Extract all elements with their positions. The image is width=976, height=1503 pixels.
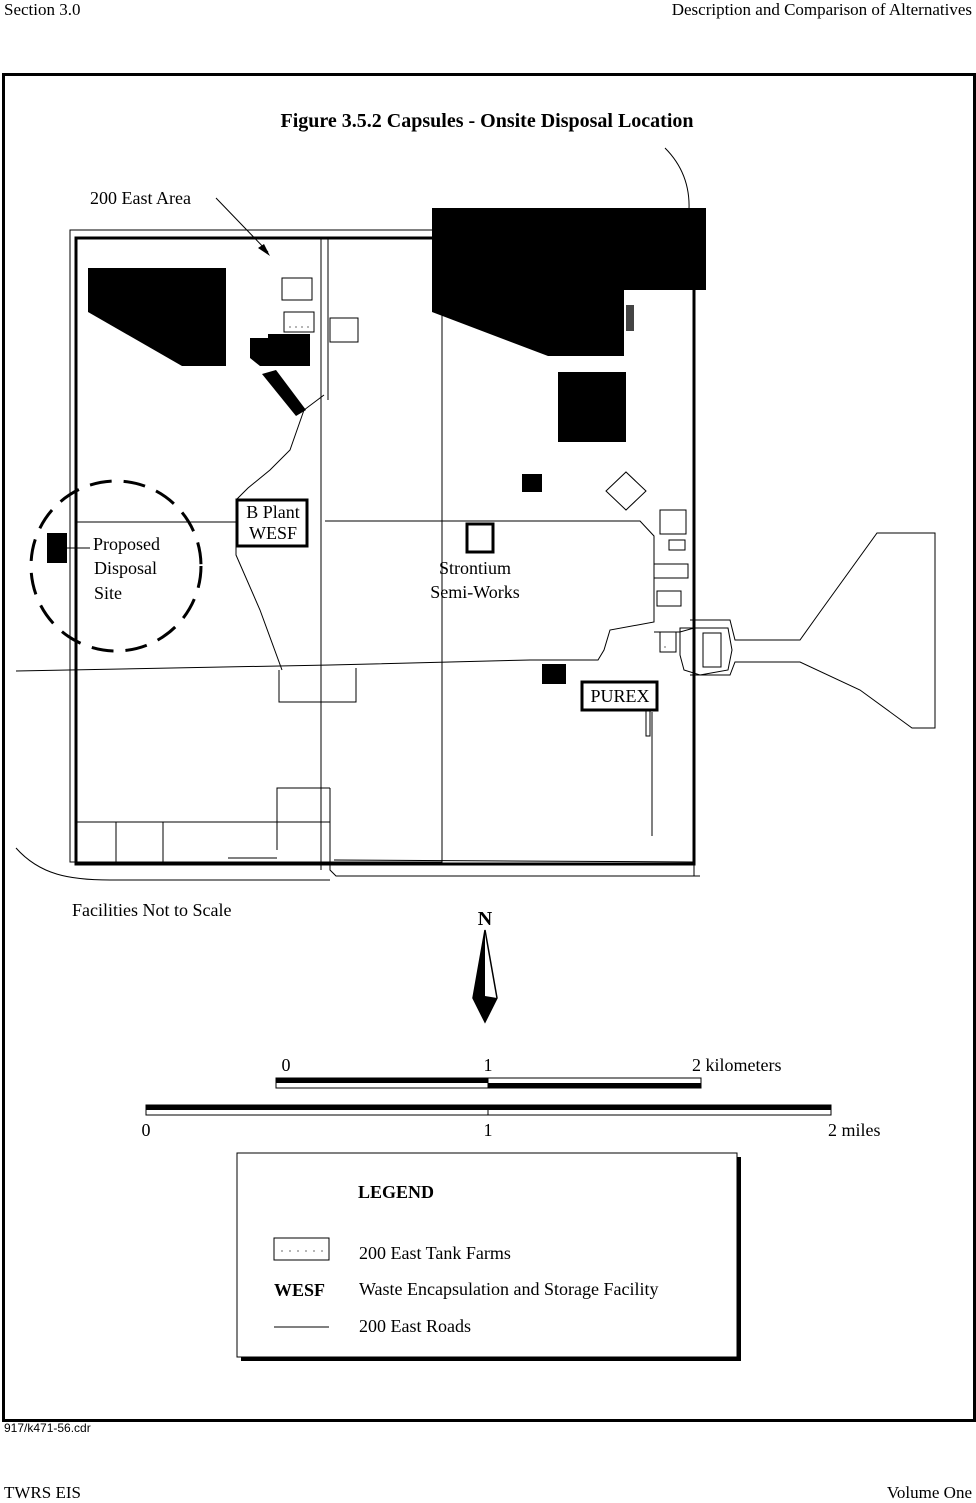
area-label: 200 East Area <box>90 188 191 208</box>
tank-farm-b <box>283 311 315 333</box>
facility-diagonal <box>262 370 306 416</box>
legend-tank-label: 200 East Tank Farms <box>359 1243 511 1263</box>
km-end: 2 kilometers <box>692 1055 781 1075</box>
strontium-label-2: Semi-Works <box>430 582 520 602</box>
footer-volume: Volume One <box>886 1483 972 1502</box>
facility-e1 <box>659 509 687 535</box>
diamond-facility <box>605 471 647 511</box>
facilities-black <box>47 208 706 684</box>
outer-boundary <box>69 229 443 863</box>
strontium-label-1: Strontium <box>439 558 511 578</box>
area-arrowhead <box>258 244 270 256</box>
legend-title: LEGEND <box>358 1182 434 1202</box>
mi-zero: 0 <box>142 1120 151 1140</box>
figure-frame <box>2 73 976 1422</box>
facility-purex-adj <box>542 664 566 684</box>
legend-road-label: 200 East Roads <box>359 1316 471 1336</box>
mi-one: 1 <box>484 1120 493 1140</box>
roads <box>15 238 700 881</box>
legend-tank-dots <box>281 1250 323 1252</box>
facility-e2 <box>668 539 686 551</box>
east-facility <box>659 532 936 729</box>
proposed-site-circle <box>29 479 203 653</box>
footer-doc: TWRS EIS <box>4 1483 81 1502</box>
purex-box <box>580 680 659 712</box>
header-chapter: Description and Comparison of Alternativ… <box>671 0 972 19</box>
legend-wesf-symbol: WESF <box>274 1280 325 1300</box>
purex-stack <box>645 709 651 737</box>
facility-nw <box>88 268 226 366</box>
facility-ne <box>432 208 706 356</box>
file-id: 917/k471-56.cdr <box>4 1421 91 1435</box>
strontium-building <box>465 522 495 554</box>
tank-farm-a <box>281 277 313 301</box>
rail-curve <box>664 147 690 211</box>
km-zero: 0 <box>282 1055 291 1075</box>
proposed-disposal-block <box>47 533 67 563</box>
proposed-label-2: Disposal <box>94 558 157 578</box>
north-arrow-fill-left <box>473 930 485 1022</box>
purex-label: PUREX <box>590 686 649 706</box>
b-plant-label: B Plant <box>246 502 300 522</box>
proposed-label-1: Proposed <box>93 534 160 554</box>
b-plant-box <box>235 498 309 548</box>
facility-east <box>558 372 626 442</box>
facilities-outline <box>281 277 689 836</box>
tank-farm-c <box>329 317 359 343</box>
north-arrow-fill-bottom <box>485 996 497 1022</box>
figure-title: Figure 3.5.2 Capsules - Onsite Disposal … <box>281 110 694 132</box>
scale-km: 0 1 2 kilometers <box>275 1055 781 1089</box>
legend-tank-symbol <box>273 1237 330 1261</box>
facility-small <box>522 474 542 492</box>
km-one: 1 <box>484 1055 493 1075</box>
proposed-label-3: Site <box>94 583 122 603</box>
north-arrow: N <box>472 908 498 1024</box>
facility-e4 <box>656 590 682 607</box>
scale-note: Facilities Not to Scale <box>72 900 231 920</box>
mi-end: 2 miles <box>828 1120 881 1140</box>
wesf-label: WESF <box>249 523 297 543</box>
facility-b-cluster <box>250 334 310 366</box>
legend-wesf-label: Waste Encapsulation and Storage Facility <box>359 1279 658 1299</box>
header-section: Section 3.0 <box>4 0 81 19</box>
facility-e3 <box>653 563 689 579</box>
tank-farm-dots <box>289 326 666 648</box>
legend: LEGEND 200 East Tank Farms WESF Waste En… <box>236 1152 741 1361</box>
north-label: N <box>478 908 493 930</box>
area-leader <box>215 197 269 253</box>
facility-ne-annex <box>626 305 634 331</box>
scale-mi: 0 1 2 miles <box>142 1104 881 1140</box>
